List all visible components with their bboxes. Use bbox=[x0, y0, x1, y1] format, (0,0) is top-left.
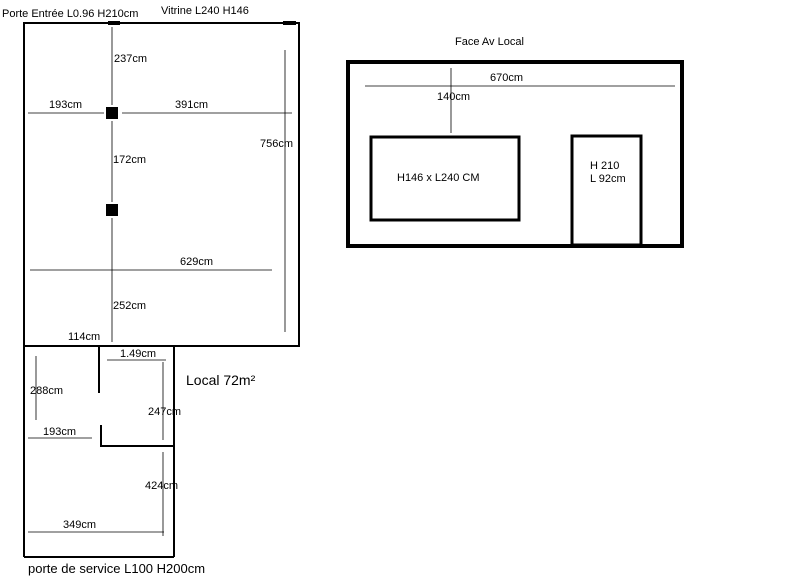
front-door bbox=[570, 134, 643, 247]
dim-114-label: 114cm bbox=[68, 331, 100, 343]
dim-149-label: 1.49cm bbox=[120, 348, 156, 360]
dim-424-label: 424cm bbox=[145, 480, 178, 492]
vitrine-label: Vitrine L240 H146 bbox=[161, 5, 249, 17]
dim-237-label: 237cm bbox=[114, 53, 147, 65]
dim-252-label: 252cm bbox=[113, 300, 146, 312]
dim-247-label: 247cm bbox=[148, 406, 181, 418]
pillar-2 bbox=[106, 204, 118, 216]
main-room-walls bbox=[23, 22, 300, 347]
front-door-label-line1: H 210 bbox=[590, 160, 619, 172]
dim-349-label: 349cm bbox=[63, 519, 96, 531]
shop-window-label: H146 x L240 CM bbox=[397, 172, 480, 184]
shop-window bbox=[369, 135, 521, 222]
service-door-label: porte de service L100 H200cm bbox=[28, 561, 205, 576]
facade-outline bbox=[346, 60, 684, 248]
dim-172-label: 172cm bbox=[113, 154, 146, 166]
dim-756-label: 756cm bbox=[260, 138, 293, 150]
dim-193-bottom-label: 193cm bbox=[43, 426, 76, 438]
floor-plan: Porte Entrée L0.96 H210cm Vitrine L240 H… bbox=[2, 5, 300, 576]
dim-288-label: 288cm bbox=[30, 385, 63, 397]
dim-193-top-label: 193cm bbox=[49, 99, 82, 111]
dim-629-label: 629cm bbox=[180, 256, 213, 268]
front-view-title: Face Av Local bbox=[455, 36, 524, 48]
facade-height-label: 140cm bbox=[437, 91, 470, 103]
pillar-1 bbox=[106, 107, 118, 119]
facade-width-label: 670cm bbox=[490, 72, 523, 84]
front-door-label-line2: L 92cm bbox=[590, 173, 626, 185]
dim-391-label: 391cm bbox=[175, 99, 208, 111]
entry-door-label: Porte Entrée L0.96 H210cm bbox=[2, 8, 138, 20]
area-label: Local 72m² bbox=[186, 372, 256, 388]
front-view: Face Av Local 670cm 140cm H146 x L240 CM… bbox=[346, 36, 684, 248]
